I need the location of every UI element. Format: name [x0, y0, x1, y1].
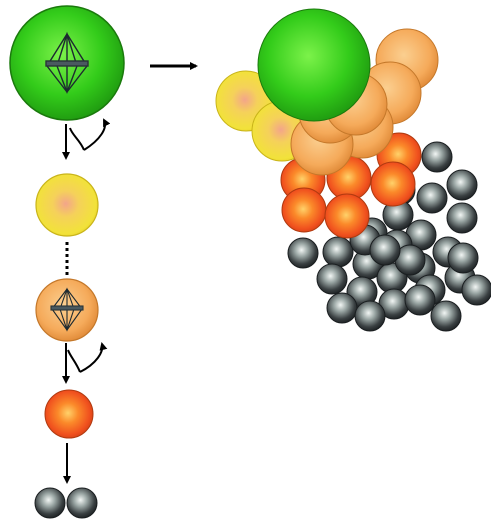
dark-cell	[421, 141, 453, 173]
red-cell	[370, 161, 416, 207]
dark-cell	[446, 202, 478, 234]
self-renewal-arrow-2	[79, 342, 108, 373]
dark-cell	[404, 284, 436, 316]
green-cell	[9, 5, 125, 121]
dark-cell	[430, 300, 462, 332]
dark-cell	[447, 242, 479, 274]
dark-cell	[322, 236, 354, 268]
red-cell	[324, 193, 370, 239]
orange-cell	[35, 278, 99, 342]
dark-cell	[354, 300, 386, 332]
dark-cell	[326, 292, 358, 324]
red-cell	[44, 389, 94, 439]
red-cell	[281, 187, 327, 233]
lineage-column	[9, 5, 125, 519]
self-renewal-tail-1	[69, 127, 85, 151]
self-renewal-tail-2	[67, 349, 81, 373]
dark-cell	[446, 169, 478, 201]
dark-cell	[416, 182, 448, 214]
dark-cell	[369, 234, 401, 266]
self-renewal-arrow-1	[83, 118, 111, 151]
spindle-icon-small	[50, 287, 84, 332]
dark-cell	[461, 274, 491, 306]
green-cell	[257, 8, 371, 122]
dark-cell-pair	[34, 487, 98, 519]
dark-cell	[287, 237, 319, 269]
spindle-icon	[45, 31, 89, 94]
yellow-cell	[35, 173, 99, 237]
cell-cluster	[215, 8, 491, 332]
dark-cell	[316, 263, 348, 295]
